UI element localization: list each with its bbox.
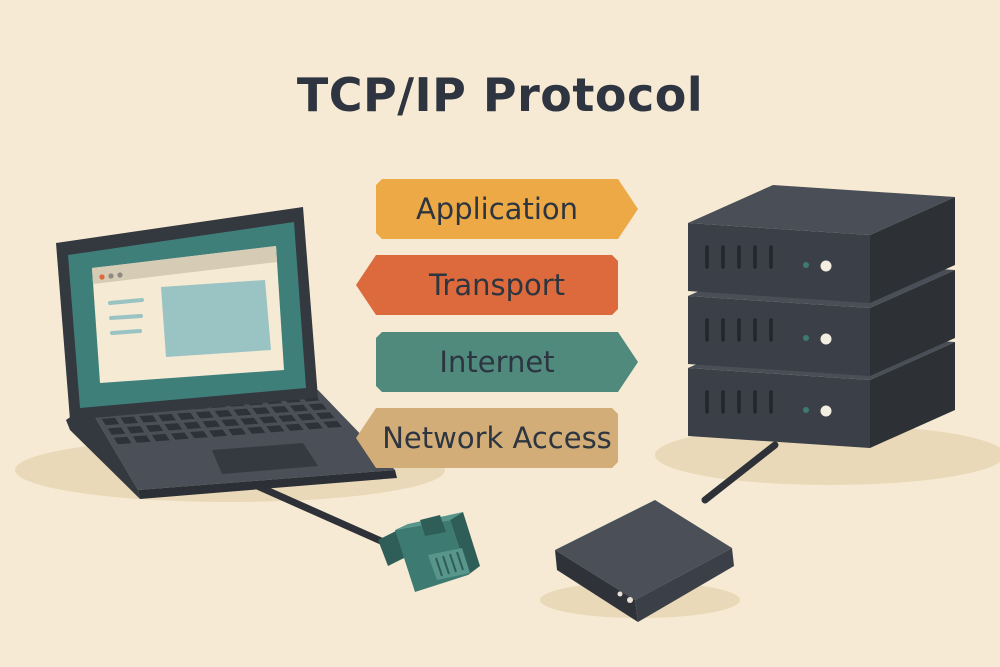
layer-label: Transport [428,268,565,302]
layer-network-access: Network Access [356,408,618,468]
keyboard-key [247,426,266,434]
keyboard-key [252,407,271,415]
keyboard-key [145,424,164,432]
server-stack-icon [688,185,955,448]
layer-arrow [376,179,638,239]
layer-internet: Internet [376,332,638,392]
keyboard-key [202,420,221,428]
keyboard-key [113,436,132,445]
keyboard-key [132,435,151,443]
keyboard-key [233,408,252,416]
keyboard-key [170,432,189,440]
keyboard-key [183,421,202,430]
keyboard-key [297,413,316,421]
layer-arrow [376,332,638,392]
server-unit-top [688,185,955,303]
browser-content-panel [161,280,271,357]
keyboard-key [315,412,335,420]
trackpad [212,443,318,474]
keyboard-key [270,405,290,413]
keyboard-key [308,403,328,411]
keyboard-key [189,430,209,439]
keyboard-key [285,423,304,431]
layer-transport: Transport [356,255,618,315]
keyboard-key [266,425,285,433]
keyboard-key [120,416,139,424]
status-led [803,335,809,341]
keyboard-key [101,417,120,426]
keyboard-key [195,411,214,419]
keyboard-key [151,433,170,442]
server-router-cable [701,441,779,504]
keyboard-key [158,413,176,422]
layer-label: Internet [439,345,554,379]
layer-application: Application [376,179,638,239]
keyboard-key [323,420,343,428]
keyboard-key [278,414,297,422]
keyboard-key [240,417,259,425]
keyboard-key [176,412,195,420]
layer-label: Application [416,192,578,226]
keyboard-key [228,428,247,436]
layer-arrow [356,408,618,468]
power-light [820,333,832,345]
power-light [820,260,832,272]
layer-label: Network Access [382,421,612,455]
keyboard-key [259,416,278,424]
status-led [803,262,809,268]
keyboard-key [107,427,126,435]
keyboard-key [304,422,323,430]
keyboard-key [164,423,183,431]
laptop-cable [251,481,394,549]
keyboard-key [139,415,158,423]
keyboard-key [209,429,228,437]
layer-arrow [356,255,618,315]
status-led [803,407,809,413]
ethernet-plug-icon [378,512,480,592]
keyboard-key [126,425,145,434]
power-light [820,405,832,417]
keyboard-key [214,409,233,418]
page-title: TCP/IP Protocol [296,68,704,122]
router-icon [555,500,734,622]
keyboard-key [289,404,309,412]
keyboard-key [221,419,240,427]
laptop-icon [56,207,397,499]
